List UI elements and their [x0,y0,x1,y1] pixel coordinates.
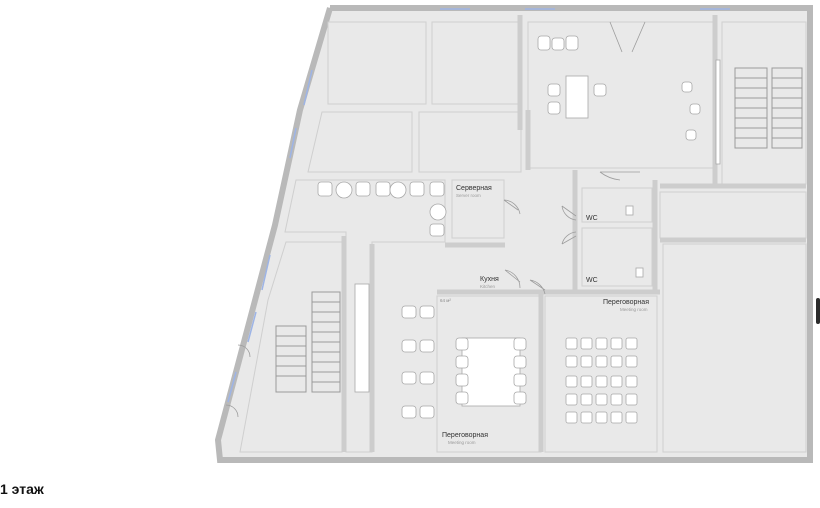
stair-block-left [239,241,343,453]
office-3 [307,111,413,173]
staircase-left [275,291,341,393]
meeting-room-left-label: Переговорная [442,432,488,439]
server-room-sublabel: Server room [456,193,481,198]
floor-title: 1 этаж [0,481,44,497]
kitchen-seating [317,181,447,237]
lounge-furniture [537,35,721,165]
meeting-room-right [544,295,658,453]
kitchen-sublabel: Kitchen [480,284,496,289]
windows [227,8,730,403]
wc-top-label: WC [586,215,598,222]
wc-fixture-bottom [635,267,644,278]
server-room [451,179,505,239]
stair-block-right [721,21,807,185]
wc-room-top [581,187,653,223]
kitchen-label: Кухня [480,276,499,283]
meeting-room-right-label: Переговорная [603,299,649,306]
conference-tables [455,337,527,407]
meeting-room-right-sublabel: Meeting room [620,307,648,312]
area-note: 64 м² [440,298,451,303]
kitchen-counter [354,283,370,393]
meeting-room-left-sublabel: Meeting room [448,440,476,445]
doors [225,21,646,418]
scroll-handle[interactable] [816,298,820,324]
office-1 [327,21,427,105]
corridor-chairs [401,305,435,419]
seating-rows [565,337,638,424]
office-4 [418,111,522,173]
office-2 [431,21,521,105]
hall-right-large [662,243,807,453]
wc-fixture-top [625,205,634,216]
interior-walls [341,15,806,452]
staircase-right [734,67,803,149]
wc-bottom-label: WC [586,277,598,284]
server-room-label: Серверная [456,185,492,192]
room-right-middle [659,191,807,239]
